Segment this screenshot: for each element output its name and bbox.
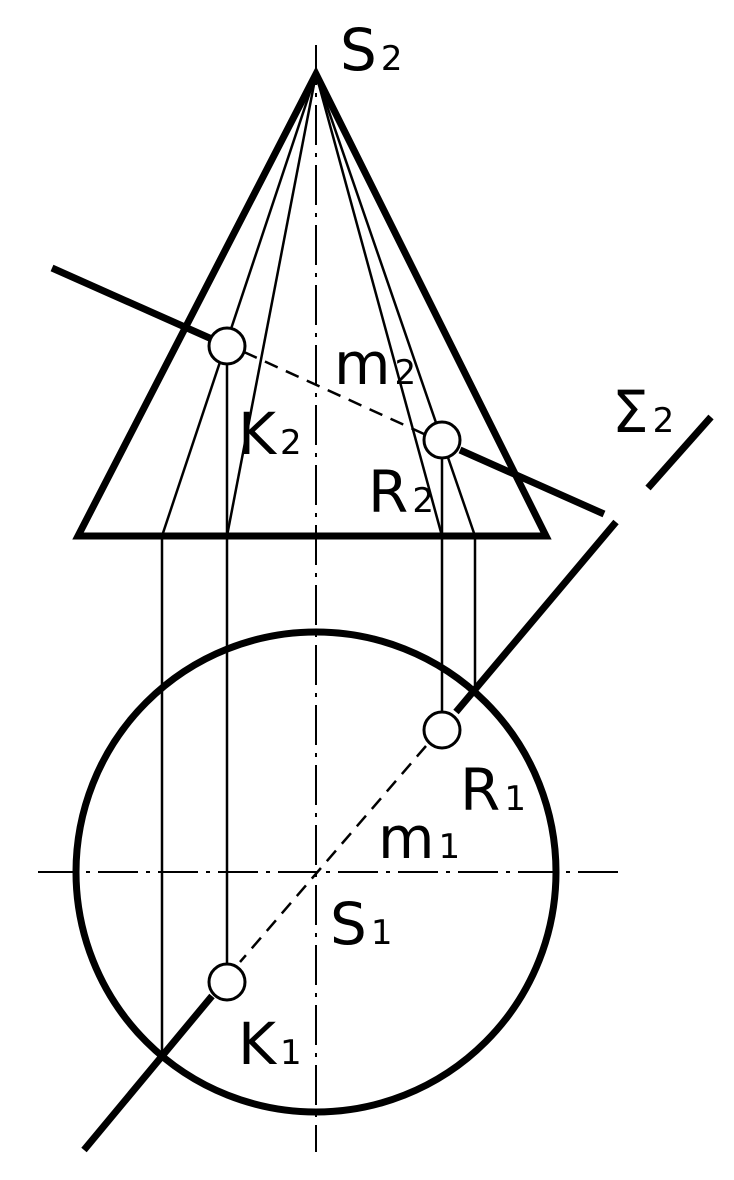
sigma2-trace-upper bbox=[645, 414, 714, 491]
point-k2 bbox=[207, 326, 247, 366]
sigma2-trace-lower bbox=[81, 993, 215, 1153]
cone-front-view bbox=[72, 66, 552, 540]
line-m2-left bbox=[50, 264, 216, 344]
generator-k-left bbox=[160, 73, 318, 537]
generator-r-right bbox=[314, 73, 477, 537]
line-m1-hidden bbox=[239, 745, 427, 963]
point-r1 bbox=[422, 710, 462, 750]
generator-k bbox=[225, 73, 318, 537]
point-r2 bbox=[422, 420, 462, 460]
point-k1 bbox=[207, 962, 247, 1002]
sigma2-trace-mid bbox=[453, 519, 619, 715]
generator-r bbox=[314, 73, 444, 537]
cone-base-circle bbox=[72, 628, 560, 1116]
line-m2-right bbox=[458, 446, 606, 518]
line-m2-hidden bbox=[243, 350, 425, 436]
